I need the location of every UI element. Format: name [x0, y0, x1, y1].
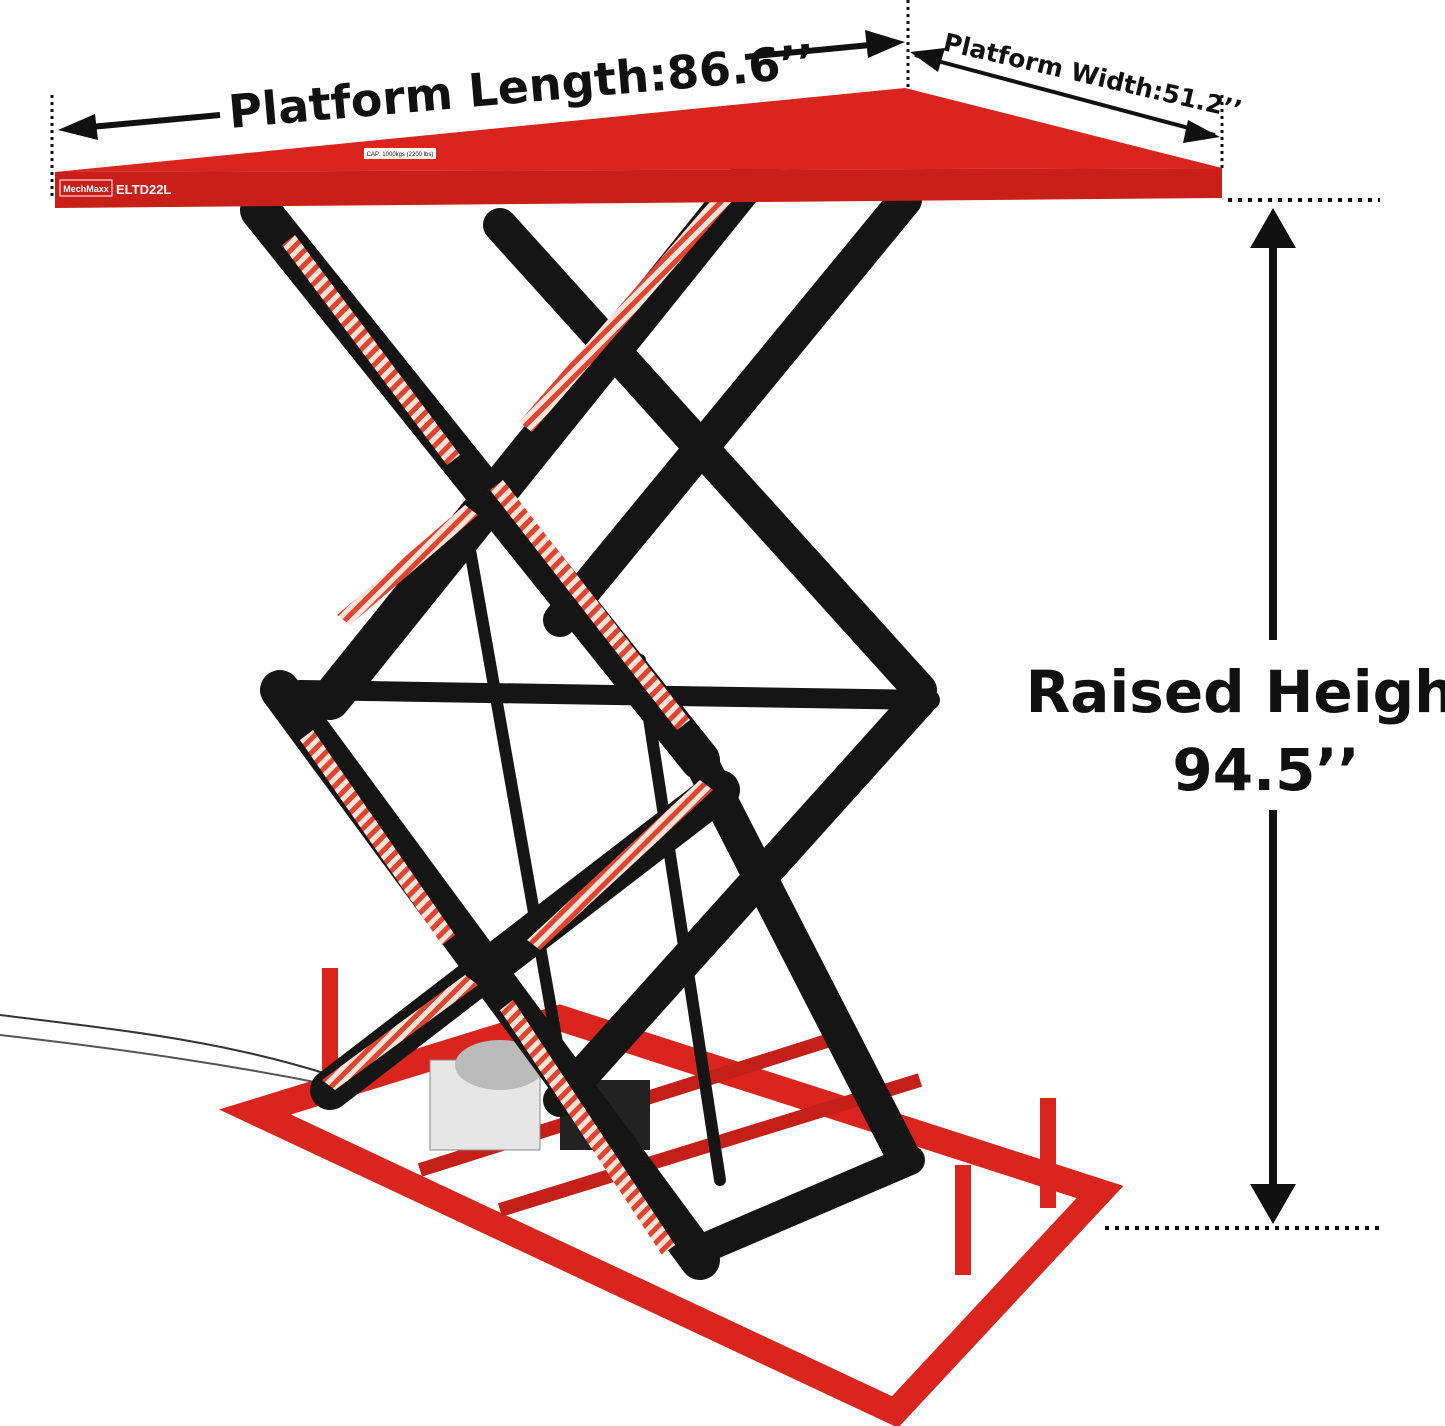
raised-height-label: Raised Height: — [1026, 658, 1445, 726]
arrow-left-icon — [79, 112, 221, 131]
power-cable — [0, 1014, 331, 1076]
brand-label: MechMaxx — [63, 184, 109, 194]
capacity-label: CAP: 1000kgs (2200 lbs) — [367, 152, 434, 158]
platform: MechMaxx ELTD22L CAP: 1000kgs (2200 lbs) — [55, 88, 1222, 208]
reflective-stripes — [282, 190, 733, 1255]
height-dimension: Raised Height: 94.5’’ — [1026, 198, 1445, 1230]
motor-unit — [429, 1040, 650, 1151]
model-label: ELTD22L — [116, 182, 171, 197]
arrow-right-icon — [744, 42, 871, 60]
raised-height-value: 94.5’’ — [1172, 736, 1359, 804]
